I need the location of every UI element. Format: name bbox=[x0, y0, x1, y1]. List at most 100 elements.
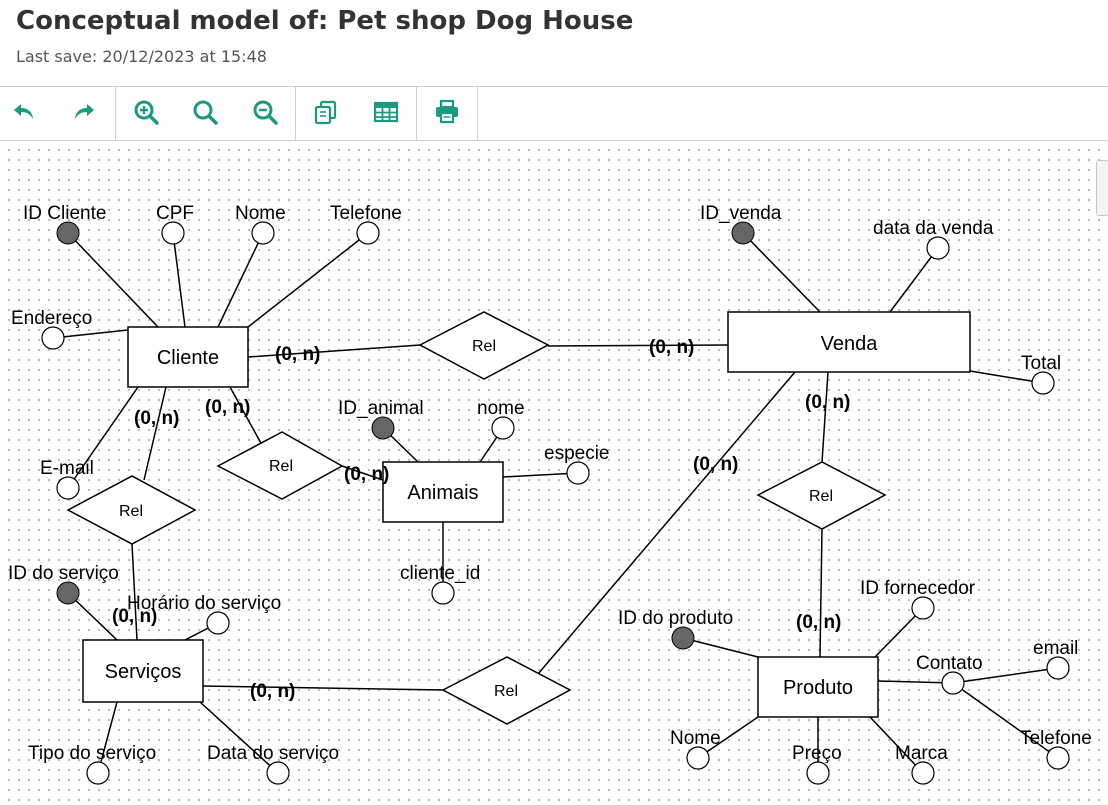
entity-label: Produto bbox=[783, 677, 853, 699]
print-icon bbox=[433, 98, 461, 130]
attribute-label: Nome bbox=[235, 203, 286, 224]
entity-cliente[interactable]: Cliente bbox=[127, 326, 249, 388]
cardinality-label: (0, n) bbox=[344, 464, 389, 485]
table-icon bbox=[372, 98, 400, 130]
cardinality-label: (0, n) bbox=[134, 408, 179, 429]
cardinality-label: (0, n) bbox=[275, 344, 320, 365]
relationship-cliente-servicos[interactable]: Rel bbox=[66, 475, 197, 545]
attribute-email-produto[interactable]: email bbox=[1033, 638, 1078, 680]
zoom-reset-button[interactable] bbox=[185, 94, 225, 134]
copy-button[interactable] bbox=[306, 94, 346, 134]
cardinality-labels: (0, n) (0, n) (0, n) (0, n) (0, n) (0, n… bbox=[112, 337, 850, 702]
entity-label: Serviços bbox=[105, 661, 182, 683]
print-group bbox=[417, 87, 478, 140]
attribute-label: ID_venda bbox=[700, 203, 782, 224]
attribute-especie[interactable]: especie bbox=[544, 443, 610, 485]
attribute-label: Tipo do serviço bbox=[28, 743, 156, 764]
attribute-email-cliente[interactable]: E-mail bbox=[40, 458, 94, 500]
attribute-label: Data do serviço bbox=[207, 743, 339, 764]
page-title: Conceptual model of: Pet shop Dog House bbox=[16, 6, 634, 36]
cardinality-label: (0, n) bbox=[649, 337, 694, 358]
vertical-scrollbar[interactable] bbox=[1096, 160, 1108, 216]
attribute-label: Total bbox=[1021, 353, 1061, 374]
attribute-data-do-servico[interactable]: Data do serviço bbox=[207, 743, 339, 785]
attribute-preco[interactable]: Preço bbox=[792, 743, 842, 785]
relationship-label: Rel bbox=[472, 338, 496, 355]
attribute-nome-cliente[interactable]: Nome bbox=[235, 203, 286, 245]
attribute-label: ID fornecedor bbox=[860, 578, 976, 599]
attribute-telefone-cliente[interactable]: Telefone bbox=[330, 203, 402, 245]
attribute-cliente-id[interactable]: cliente_id bbox=[400, 563, 480, 605]
zoom-out-icon bbox=[251, 98, 279, 130]
attribute-label: nome bbox=[477, 398, 525, 419]
attribute-label: Horário do serviço bbox=[127, 593, 281, 614]
entity-venda[interactable]: Venda bbox=[727, 311, 971, 373]
attribute-id-do-servico[interactable]: ID do serviço bbox=[8, 563, 119, 605]
attribute-label: especie bbox=[544, 443, 610, 464]
zoom-in-icon bbox=[132, 98, 160, 130]
connector-lines bbox=[52, 232, 1059, 774]
attribute-label: ID do produto bbox=[618, 608, 733, 629]
attribute-label: cliente_id bbox=[400, 563, 480, 584]
attribute-endereco[interactable]: Endereço bbox=[11, 308, 92, 350]
attribute-label: data da venda bbox=[873, 218, 994, 239]
relationship-label: Rel bbox=[494, 683, 518, 700]
attribute-contato[interactable]: Contato bbox=[916, 653, 983, 695]
attribute-id-cliente[interactable]: ID Cliente bbox=[23, 203, 106, 245]
attribute-label: ID do serviço bbox=[8, 563, 119, 584]
redo-button[interactable] bbox=[64, 94, 104, 134]
attribute-id-do-produto[interactable]: ID do produto bbox=[618, 608, 733, 650]
zoom-group bbox=[116, 87, 296, 140]
attribute-label: Marca bbox=[895, 743, 948, 764]
attribute-label: email bbox=[1033, 638, 1078, 659]
edit-group bbox=[296, 87, 417, 140]
history-group bbox=[0, 87, 116, 140]
header: Conceptual model of: Pet shop Dog House … bbox=[0, 0, 1108, 87]
cardinality-label: (0, n) bbox=[805, 392, 850, 413]
print-button[interactable] bbox=[427, 94, 467, 134]
attribute-horario-do-servico[interactable]: Horário do serviço bbox=[127, 593, 281, 635]
table-button[interactable] bbox=[366, 94, 406, 134]
relationship-label: Rel bbox=[119, 503, 143, 520]
relationship-servicos-venda[interactable]: Rel bbox=[441, 656, 572, 725]
zoom-in-button[interactable] bbox=[126, 94, 166, 134]
attribute-cpf[interactable]: CPF bbox=[156, 203, 194, 245]
attribute-marca[interactable]: Marca bbox=[895, 743, 948, 785]
attribute-label: Telefone bbox=[1020, 728, 1092, 749]
copy-icon bbox=[312, 98, 340, 130]
attribute-nome-animal[interactable]: nome bbox=[477, 398, 525, 440]
relationship-cliente-animais[interactable]: Rel bbox=[216, 431, 344, 500]
zoom-out-button[interactable] bbox=[245, 94, 285, 134]
entity-label: Cliente bbox=[157, 347, 219, 369]
last-save-status: Last save: 20/12/2023 at 15:48 bbox=[16, 47, 267, 66]
entity-label: Animais bbox=[407, 482, 478, 504]
attribute-tipo-do-servico[interactable]: Tipo do serviço bbox=[28, 743, 156, 785]
attribute-nome-produto[interactable]: Nome bbox=[670, 728, 721, 770]
cardinality-label: (0, n) bbox=[250, 681, 295, 702]
attribute-id-venda[interactable]: ID_venda bbox=[700, 203, 782, 245]
attribute-label: Preço bbox=[792, 743, 842, 764]
entity-servicos[interactable]: Serviços bbox=[82, 639, 204, 703]
redo-icon bbox=[70, 98, 98, 130]
attribute-label: Endereço bbox=[11, 308, 92, 329]
attribute-data-da-venda[interactable]: data da venda bbox=[873, 218, 994, 260]
cardinality-label: (0, n) bbox=[796, 612, 841, 633]
attribute-label: ID_animal bbox=[338, 398, 424, 419]
cardinality-label: (0, n) bbox=[112, 606, 157, 627]
attribute-id-animal[interactable]: ID_animal bbox=[338, 398, 424, 440]
attribute-telefone-produto[interactable]: Telefone bbox=[1020, 728, 1092, 770]
undo-button[interactable] bbox=[4, 94, 44, 134]
relationship-venda-produto[interactable]: Rel bbox=[756, 461, 887, 530]
cardinality-label: (0, n) bbox=[205, 397, 250, 418]
relationship-cliente-venda[interactable]: Rel bbox=[418, 311, 550, 380]
attribute-total[interactable]: Total bbox=[1021, 353, 1061, 395]
entity-animais[interactable]: Animais bbox=[382, 461, 504, 523]
attribute-label: E-mail bbox=[40, 458, 94, 479]
entity-produto[interactable]: Produto bbox=[757, 656, 879, 718]
attribute-label: Telefone bbox=[330, 203, 402, 224]
attribute-id-fornecedor[interactable]: ID fornecedor bbox=[860, 578, 976, 620]
attribute-label: ID Cliente bbox=[23, 203, 106, 224]
attribute-label: Contato bbox=[916, 653, 983, 674]
relationship-label: Rel bbox=[809, 488, 833, 505]
